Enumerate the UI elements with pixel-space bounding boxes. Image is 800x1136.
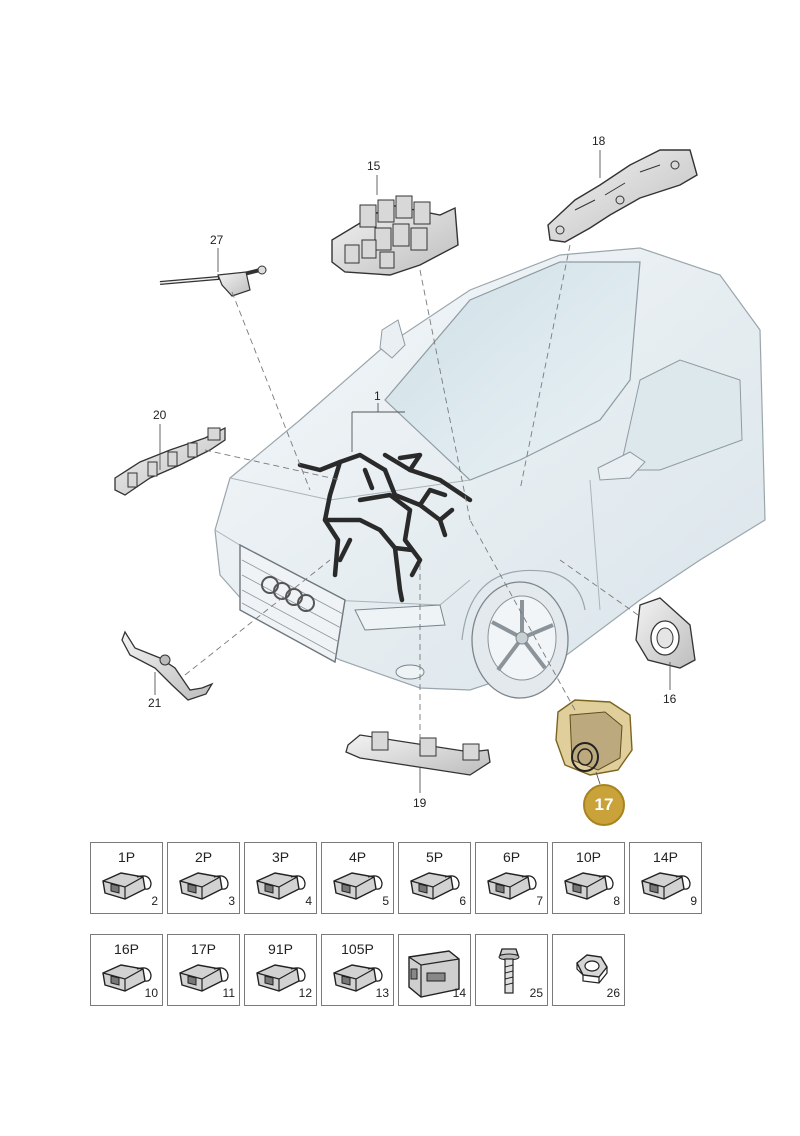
- part-cell-8[interactable]: 10P 8: [552, 842, 625, 914]
- hex-nut-icon: [576, 954, 608, 984]
- part-cell-2[interactable]: 1P 2: [90, 842, 163, 914]
- car-foglight: [395, 664, 425, 680]
- car-windshield: [384, 261, 641, 481]
- part-cell-label: 10P: [576, 849, 601, 865]
- part-19-front-rail[interactable]: [345, 731, 491, 776]
- part-cell-number: 8: [613, 894, 620, 908]
- connector-housing-icon: [102, 872, 152, 900]
- part-cell-number: 25: [529, 986, 543, 1000]
- connector-housing-icon: [410, 872, 460, 900]
- part-cell-number: 4: [305, 894, 312, 908]
- part-cell-number: 6: [459, 894, 466, 908]
- callout-1[interactable]: 1: [374, 389, 381, 403]
- part-cell-number: 10: [144, 986, 158, 1000]
- car-front-wheel: [471, 581, 569, 699]
- part-cell-14[interactable]: 14: [398, 934, 471, 1006]
- wheel-arch: [461, 569, 586, 641]
- part-17-headlight-connector[interactable]: [555, 699, 633, 776]
- part-cell-label: 14P: [653, 849, 678, 865]
- part-cell-25[interactable]: 25: [475, 934, 548, 1006]
- part-cell-5[interactable]: 4P 5: [321, 842, 394, 914]
- part-cell-label: 5P: [425, 849, 444, 865]
- part-cell-number: 7: [536, 894, 543, 908]
- part-cell-26[interactable]: 26: [552, 934, 625, 1006]
- connector-housing-icon: [487, 872, 537, 900]
- car-mirror-left: [379, 319, 406, 359]
- callout-18[interactable]: 18: [592, 134, 606, 148]
- part-cell-6[interactable]: 5P 6: [398, 842, 471, 914]
- part-20-connector-rail[interactable]: [114, 426, 226, 496]
- control-unit-icon: [408, 950, 460, 998]
- callout-15[interactable]: 15: [367, 159, 381, 173]
- connector-housing-icon: [641, 872, 691, 900]
- part-cell-number: 13: [375, 986, 389, 1000]
- connector-housing-icon: [256, 872, 306, 900]
- part-27-cable-tie[interactable]: [159, 265, 267, 297]
- connector-housing-icon: [564, 872, 614, 900]
- part-cell-number: 26: [606, 986, 620, 1000]
- connector-housing-icon: [333, 964, 383, 992]
- part-cell-number: 12: [298, 986, 312, 1000]
- car-headlight: [354, 604, 446, 631]
- part-cell-label: 91P: [268, 941, 293, 957]
- part-cell-number: 11: [222, 986, 235, 1000]
- callout-17-highlighted[interactable]: 17: [583, 784, 625, 826]
- part-cell-4[interactable]: 3P 4: [244, 842, 317, 914]
- callout-19[interactable]: 19: [413, 796, 427, 810]
- part-16-fog-lamp-bracket[interactable]: [635, 597, 696, 669]
- wiring-harness[interactable]: [297, 452, 473, 603]
- connector-housing-icon: [256, 964, 306, 992]
- part-21-bracket[interactable]: [121, 630, 214, 701]
- callout-20[interactable]: 20: [153, 408, 167, 422]
- connector-housing-icon: [333, 872, 383, 900]
- bolt-icon: [498, 948, 520, 994]
- car-illustration: [214, 247, 766, 699]
- part-cell-10[interactable]: 16P 10: [90, 934, 163, 1006]
- part-cell-number: 3: [228, 894, 235, 908]
- callout-16[interactable]: 16: [663, 692, 677, 706]
- car-grille: [239, 543, 346, 664]
- connector-housing-icon: [179, 872, 229, 900]
- part-cell-label: 2P: [194, 849, 213, 865]
- door-line: [589, 479, 601, 611]
- part-cell-3[interactable]: 2P 3: [167, 842, 240, 914]
- part-18-cable-duct[interactable]: [547, 149, 698, 243]
- part-cell-13[interactable]: 105P 13: [321, 934, 394, 1006]
- part-cell-number: 2: [151, 894, 158, 908]
- part-cell-label: 3P: [271, 849, 290, 865]
- part-cell-number: 5: [382, 894, 389, 908]
- car-mirror-right: [597, 451, 646, 481]
- leader-lines: [154, 150, 671, 793]
- car-logo: [261, 576, 315, 612]
- part-cell-number: 9: [690, 894, 697, 908]
- part-cell-9[interactable]: 14P 9: [629, 842, 702, 914]
- part-15-relay-box[interactable]: [331, 195, 459, 276]
- part-cell-7[interactable]: 6P 7: [475, 842, 548, 914]
- connector-housing-icon: [179, 964, 229, 992]
- part-cell-12[interactable]: 91P 12: [244, 934, 317, 1006]
- connector-housing-icon: [102, 964, 152, 992]
- part-cell-label: 4P: [348, 849, 367, 865]
- callout-21[interactable]: 21: [148, 696, 162, 710]
- part-cell-number: 14: [452, 986, 466, 1000]
- part-cell-label: 16P: [114, 941, 139, 957]
- part-cell-label: 17P: [191, 941, 216, 957]
- callout-27[interactable]: 27: [210, 233, 224, 247]
- part-cell-label: 105P: [341, 941, 374, 957]
- part-cell-label: 1P: [117, 849, 136, 865]
- part-cell-label: 6P: [502, 849, 521, 865]
- part-cell-11[interactable]: 17P 11: [167, 934, 240, 1006]
